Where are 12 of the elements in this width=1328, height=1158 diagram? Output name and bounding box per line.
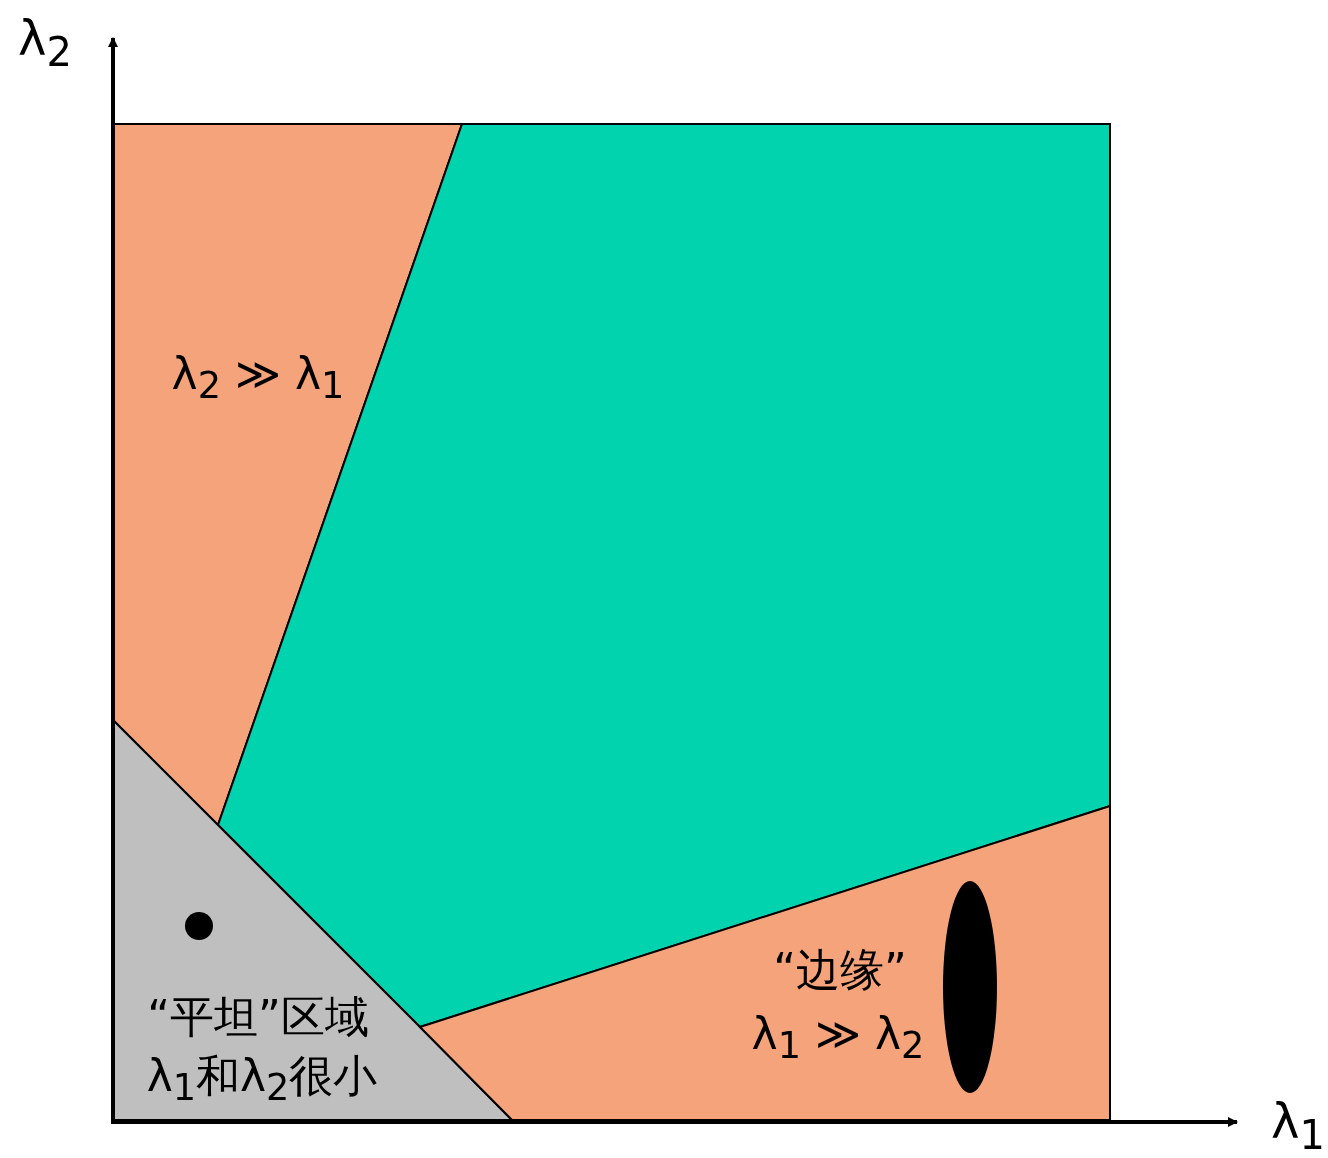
region-area (420, 806, 1110, 1120)
ellipse-marker (943, 881, 997, 1093)
region-label: λ$_{1}$和λ$_{2}$很小 (146, 1049, 378, 1112)
region-area (113, 720, 512, 1120)
axis-label: λ$_{1}$ (1271, 1095, 1325, 1158)
region-label: λ$_{2}$ ≫ λ$_{1}$ (171, 347, 345, 410)
region-area (113, 124, 462, 825)
dot-marker (185, 912, 213, 940)
region-label: “边缘” (773, 944, 907, 996)
axis-label: λ$_{2}$ (18, 12, 72, 77)
region-label: “平坦”区域 (147, 991, 369, 1043)
region-label: λ$_{1}$ ≫ λ$_{2}$ (751, 1007, 925, 1070)
